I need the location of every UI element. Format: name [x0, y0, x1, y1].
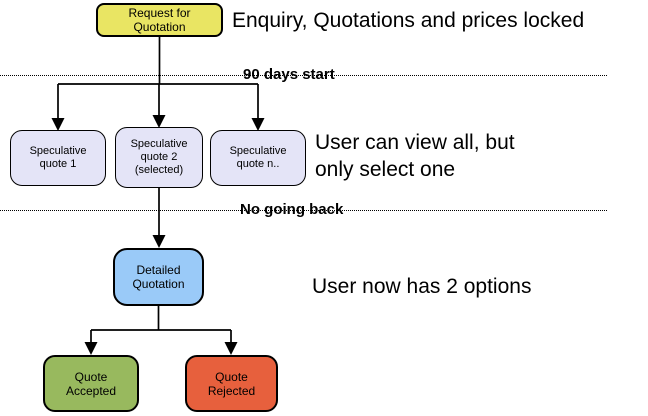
- arrowhead-rejected: [224, 342, 238, 355]
- milestone-no-going-back: No going back: [240, 201, 344, 218]
- arrowhead-detailed: [152, 235, 166, 248]
- phase-divider-no-going-back: [0, 210, 607, 211]
- annotation-user-two-options: User now has 2 options: [312, 275, 532, 298]
- node-detailed-quotation: Detailed Quotation: [113, 248, 204, 306]
- milestone-90-days-start: 90 days start: [243, 66, 335, 83]
- phase-divider-90-days: [0, 75, 607, 76]
- node-speculative-quote-n: Speculative quote n..: [210, 130, 306, 186]
- node-speculative-quote-1: Speculative quote 1: [10, 130, 106, 186]
- arrowhead-accepted: [84, 342, 98, 355]
- annotation-enquiry-quotations-locked: Enquiry, Quotations and prices locked: [232, 9, 585, 32]
- node-request-for-quotation: Request for Quotation: [96, 3, 223, 37]
- node-speculative-quote-2-selected: Speculative quote 2 (selected): [115, 127, 203, 188]
- node-quote-rejected: Quote Rejected: [185, 355, 278, 412]
- node-quote-accepted: Quote Accepted: [43, 355, 139, 412]
- annotation-user-can-view-all: User can view all, but only select one: [315, 131, 515, 181]
